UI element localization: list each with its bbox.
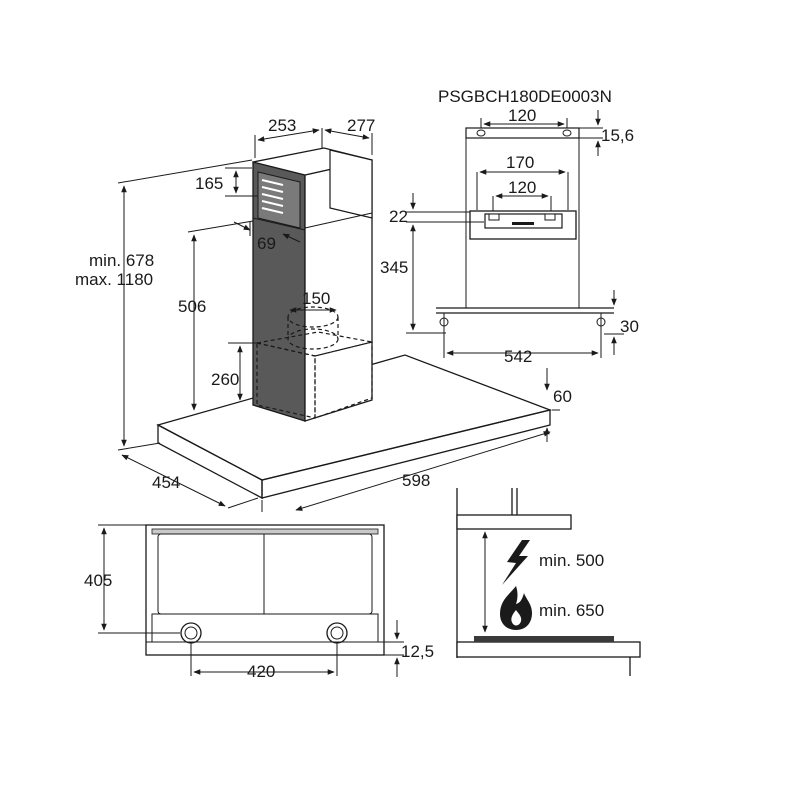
dim-bracket-spacing-top: 120 (508, 106, 536, 125)
dim-bracket-width: 170 (506, 153, 534, 172)
dim-outlet-diameter: 150 (302, 289, 330, 308)
fixing-screw-right (596, 313, 606, 327)
dim-plan-offset: 12,5 (401, 642, 434, 661)
chimney (252, 147, 373, 422)
control-knob-right (326, 622, 348, 644)
dim-fixing-offset: 30 (620, 317, 639, 336)
dim-canopy-width: 598 (402, 471, 430, 490)
dim-motor-height: 260 (211, 370, 239, 389)
dim-vent-height: 165 (195, 174, 223, 193)
lightning-bolt-icon (502, 540, 530, 585)
vent-grille (257, 171, 301, 229)
control-knob-left (180, 622, 202, 644)
hood-perspective-view: 253 277 165 69 min. 678 max. 1180 506 15… (75, 116, 572, 512)
dim-bracket-offset-top: 15,6 (601, 126, 634, 145)
dim-bracket-gap: 22 (389, 207, 408, 226)
dim-total-height-min: min. 678 (89, 251, 154, 270)
bracket-detail-view: PSGBCH180DE0003N 120 15,6 170 120 (380, 87, 639, 366)
clearance-gas: min. 650 (539, 601, 604, 620)
fixing-screw-left (439, 313, 449, 327)
dim-plan-depth: 405 (84, 571, 112, 590)
clearance-electric: min. 500 (539, 551, 604, 570)
clearance-view: min. 500 min. 650 (456, 488, 641, 676)
plan-view: 405 420 12,5 (84, 524, 434, 681)
dim-fixing-spacing: 542 (504, 347, 532, 366)
dim-bracket-spacing-mid: 120 (508, 178, 536, 197)
dim-canopy-depth: 454 (152, 473, 180, 492)
dim-chimney-height: 506 (178, 297, 206, 316)
dim-chimney-depth: 277 (347, 116, 375, 135)
dim-total-height-max: max. 1180 (75, 270, 153, 289)
model-code: PSGBCH180DE0003N (438, 87, 612, 106)
dim-filter-spacing: 420 (247, 662, 275, 681)
dim-chimney-width: 253 (268, 116, 296, 135)
flame-icon (500, 586, 532, 630)
dim-vent-offset: 69 (257, 234, 276, 253)
dim-canopy-thickness: 60 (553, 387, 572, 406)
dim-bracket-height: 345 (380, 258, 408, 277)
motor-housing (256, 306, 373, 419)
